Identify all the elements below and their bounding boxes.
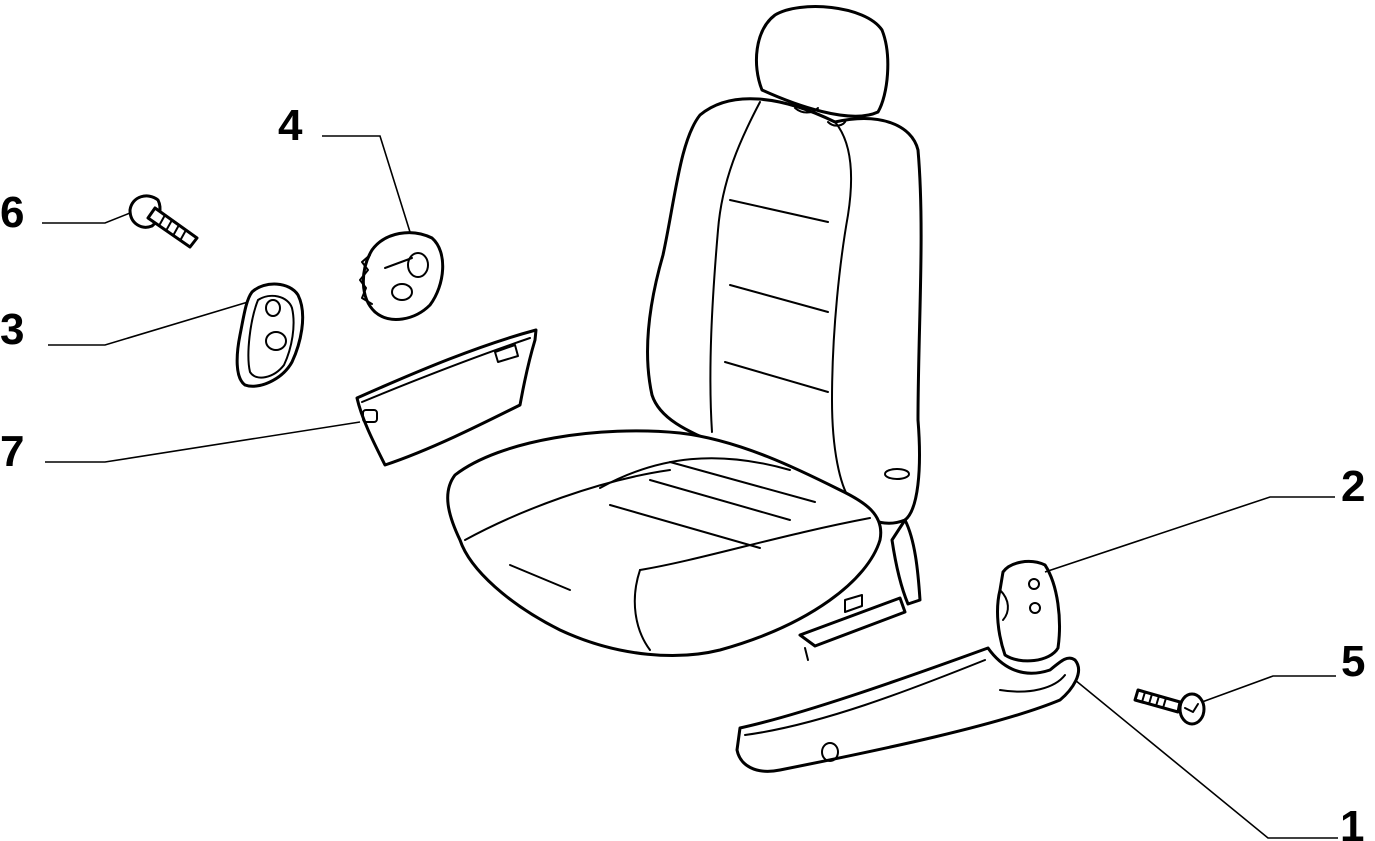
callout-5: 5 (1341, 637, 1365, 686)
leader-line-1 (1074, 679, 1338, 839)
adjustment-knob (359, 231, 445, 321)
side-trim-cover (735, 646, 1081, 773)
leader-line-3 (48, 301, 249, 346)
leader-line-7 (45, 421, 361, 463)
callout-2: 2 (1341, 462, 1365, 511)
callout-1: 1 (1340, 802, 1364, 841)
callout-labels: 1 2 3 4 5 6 7 (0, 101, 1365, 841)
leader-line-6 (42, 212, 131, 224)
side-panel (355, 328, 538, 467)
knob-bolt (128, 194, 199, 249)
callout-3: 3 (0, 305, 24, 354)
seat-cushion (446, 429, 883, 657)
leader-line-2 (1044, 496, 1335, 573)
backrest (646, 97, 923, 525)
callout-6: 6 (0, 188, 24, 237)
leader-line-5 (1201, 675, 1336, 703)
knob-bezel (235, 282, 305, 388)
callout-7: 7 (0, 427, 24, 476)
leader-lines (42, 135, 1338, 839)
recliner-plate-cover (996, 560, 1061, 663)
trim-screw (1133, 688, 1206, 726)
callout-4: 4 (278, 101, 303, 150)
leader-line-4 (322, 135, 411, 233)
seat-frame-bracket (798, 518, 922, 661)
seat-assembly (446, 5, 923, 661)
headrest (754, 5, 890, 118)
